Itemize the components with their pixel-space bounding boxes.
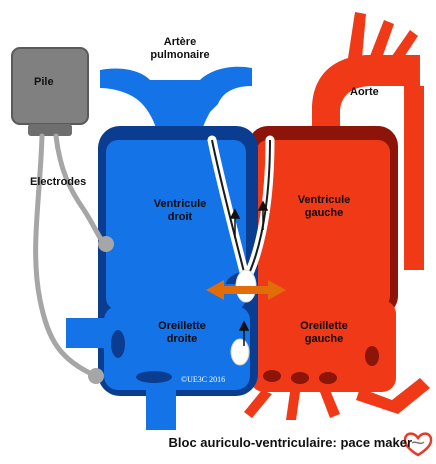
left-ventricle-label: Ventricule gauche [284,194,364,220]
electrodes-label: Electrodes [30,176,86,189]
right-atrium-label-line2: droite [142,333,222,346]
right-ventricle-label: Ventricule droit [140,198,220,224]
pulmonary-artery-label: Artère pulmonaire [148,36,212,62]
battery-label: Pile [34,76,54,89]
electrode-tip-ventricle [98,236,114,252]
right-ventricle-label-line2: droit [140,211,220,224]
aorta-descending [404,86,424,270]
left-ventricle-label-line1: Ventricule [284,194,364,207]
la-pulm-vein-4 [365,346,379,366]
la-pulm-vein-3 [319,372,337,384]
diagram-caption: Bloc auriculo-ventriculaire: pace maker [0,435,412,450]
superior-vena-cava-stub [66,318,104,348]
left-atrium-label-line1: Oreillette [284,320,364,333]
left-ventricle-label-line2: gauche [284,207,364,220]
right-ventricle-label-line1: Ventricule [140,198,220,211]
right-atrium-label-line1: Oreillette [142,320,222,333]
aorta-branch-2 [370,20,394,58]
right-ventricle [106,140,246,310]
sinus-node [231,339,249,365]
pulmonary-artery-label-line1: Artère [148,36,212,49]
left-ventricle [256,140,390,308]
ra-sinus [136,371,172,383]
copyright-text: ©UE3C 2016 [181,375,225,384]
la-pulm-vein-2 [291,372,309,384]
electrode-wire-ventricular [56,136,104,244]
ra-inlet [111,330,125,358]
left-atrium-label-line2: gauche [284,333,364,346]
right-atrium-label: Oreillette droite [142,320,222,346]
battery-connector [28,124,72,136]
left-atrium-label: Oreillette gauche [284,320,364,346]
pulmonary-artery-label-line2: pulmonaire [148,49,212,62]
right-atrium [104,306,250,390]
aorta-branch-1 [348,12,366,58]
aorta-label: Aorte [350,86,379,99]
inferior-vena-cava [146,390,176,430]
electrode-tip-atrium [88,368,104,384]
la-pulm-vein-1 [263,370,281,382]
